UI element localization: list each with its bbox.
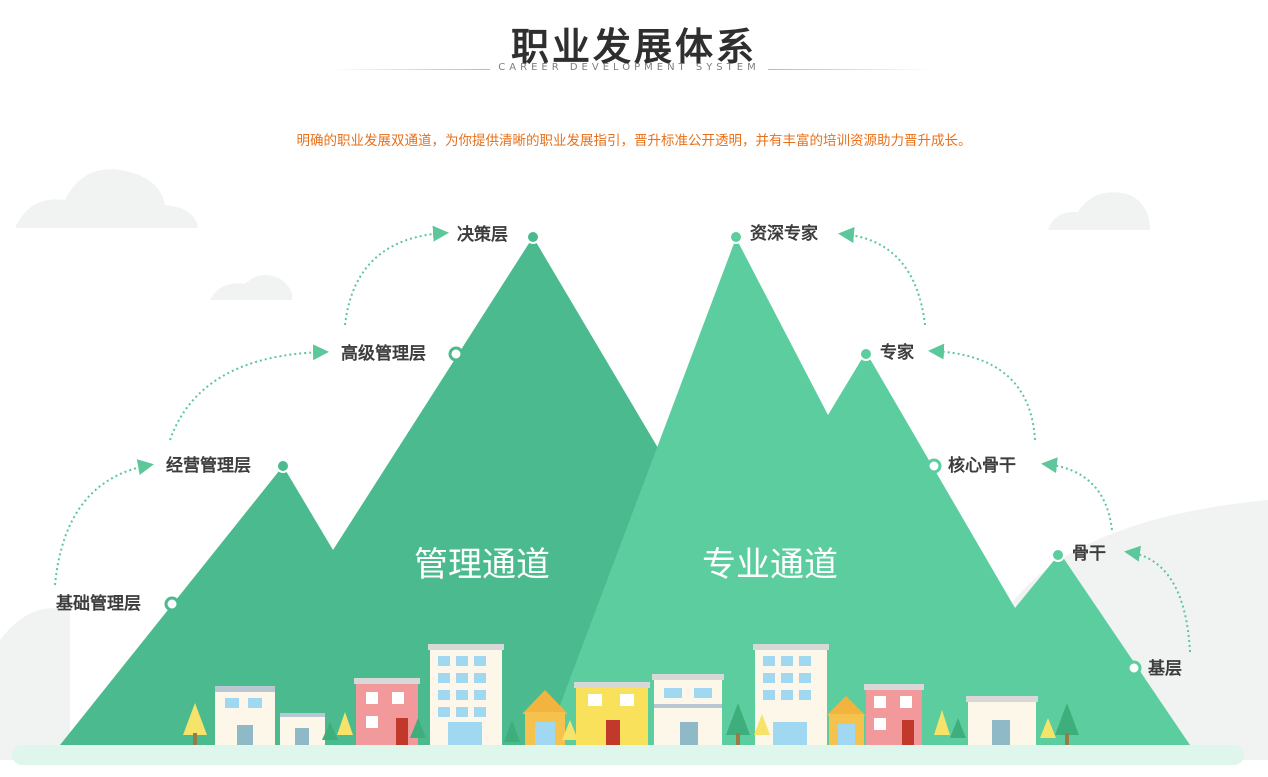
- level-label-operating-management: 经营管理层: [166, 456, 251, 476]
- career-mountain-diagram: 管理通道 专业通道 基础管理层 经营管理层 高级管理层 决策层 基层 骨干 核心…: [0, 150, 1268, 777]
- promotion-arrows: [54, 225, 1191, 653]
- management-level-dots: [164, 230, 540, 612]
- management-mountains: [60, 237, 760, 745]
- trees: [183, 703, 1079, 745]
- page-subtitle: CAREER DEVELOPMENT SYSTEM: [498, 62, 760, 73]
- town-buildings: [215, 644, 1038, 745]
- level-label-backbone: 骨干: [1072, 544, 1106, 564]
- section-header: 职业发展体系 CAREER DEVELOPMENT SYSTEM: [0, 0, 1268, 90]
- level-label-expert: 专家: [880, 343, 914, 363]
- level-label-decision-layer: 决策层: [457, 225, 508, 245]
- level-label-basic: 基层: [1148, 659, 1182, 679]
- level-label-basic-management: 基础管理层: [56, 594, 141, 614]
- mountain-illustration: [0, 169, 1268, 765]
- subtitle-divider-right: [768, 69, 933, 70]
- ground-strip: [12, 745, 1244, 765]
- management-channel-name: 管理通道: [414, 545, 550, 585]
- professional-mountains: [545, 238, 1190, 745]
- subtitle-divider-left: [330, 69, 490, 70]
- intro-text: 明确的职业发展双通道，为你提供清晰的职业发展指引，晋升标准公开透明，并有丰富的培…: [296, 133, 972, 149]
- level-label-senior-management: 高级管理层: [341, 344, 426, 364]
- professional-channel-name: 专业通道: [702, 545, 838, 585]
- professional-level-dots: [729, 230, 1142, 676]
- subtitle-row: CAREER DEVELOPMENT SYSTEM: [0, 62, 1268, 78]
- page-title: 职业发展体系: [510, 25, 757, 69]
- level-label-core-backbone: 核心骨干: [948, 456, 1016, 476]
- level-label-senior-expert: 资深专家: [750, 224, 818, 244]
